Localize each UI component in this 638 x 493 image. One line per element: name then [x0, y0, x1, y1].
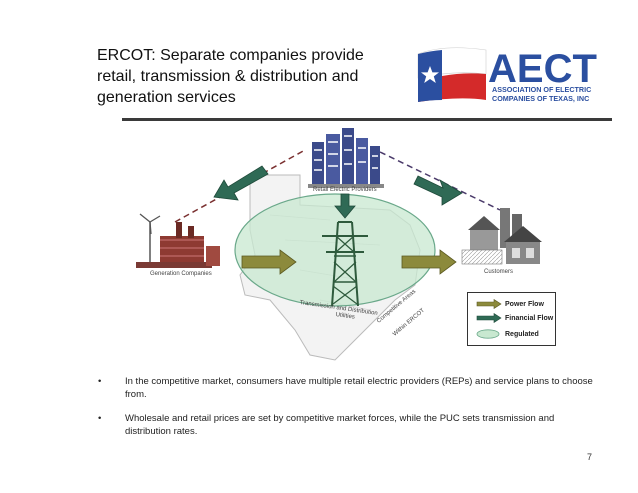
power-flow-arrow-tdu-to-customers	[401, 249, 457, 275]
retail-buildings-icon	[308, 128, 384, 188]
legend-item-power-flow: Power Flow	[476, 299, 544, 309]
financial-flow-arrow-down	[334, 193, 356, 219]
logo-line2: COMPANIES OF TEXAS, INC	[492, 94, 589, 103]
legend-financial-flow-label: Financial Flow	[505, 314, 554, 322]
bullet-marker: •	[98, 376, 102, 387]
power-flow-arrow-icon	[476, 299, 502, 309]
bullet-marker: •	[98, 413, 102, 424]
texas-flag-icon	[417, 47, 487, 102]
financial-flow-arrow-to-generation	[213, 165, 269, 201]
title-divider	[122, 118, 612, 121]
diagram-legend: Power Flow Financial Flow Regulated	[467, 292, 556, 346]
label-generation-companies: Generation Companies	[150, 271, 212, 277]
logo-line1: ASSOCIATION OF ELECTRIC	[492, 85, 591, 94]
bullet-text: Wholesale and retail prices are set by c…	[125, 413, 555, 437]
financial-flow-arrow-from-customers	[413, 175, 463, 206]
transmission-tower-icon	[322, 221, 368, 307]
dashed-link-retail-customers	[379, 151, 501, 211]
slide-title: ERCOT: Separate companies provide retail…	[97, 47, 364, 106]
bullet-list: • In the competitive market, consumers h…	[98, 376, 598, 450]
power-flow-arrow-gen-to-tdu	[241, 249, 297, 275]
legend-item-regulated: Regulated	[476, 329, 539, 339]
legend-power-flow-label: Power Flow	[505, 300, 544, 308]
legend-item-financial-flow: Financial Flow	[476, 313, 553, 323]
legend-regulated-label: Regulated	[505, 330, 539, 338]
aect-logo: AECT ASSOCIATION OF ELECTRIC COMPANIES O…	[414, 40, 610, 108]
logo-acronym: AECT	[488, 47, 597, 91]
bullet-item: • In the competitive market, consumers h…	[98, 376, 598, 401]
bullet-item: • Wholesale and retail prices are set by…	[98, 413, 598, 438]
label-retail-providers: Retail Electric Providers	[313, 187, 377, 193]
financial-flow-arrow-icon	[476, 313, 502, 323]
customers-houses-icon	[461, 208, 542, 265]
page-number: 7	[587, 452, 593, 462]
bullet-text: In the competitive market, consumers hav…	[125, 376, 593, 400]
generation-plant-icon	[136, 213, 220, 268]
regulated-ellipse-icon	[476, 329, 500, 339]
label-customers: Customers	[484, 269, 514, 275]
